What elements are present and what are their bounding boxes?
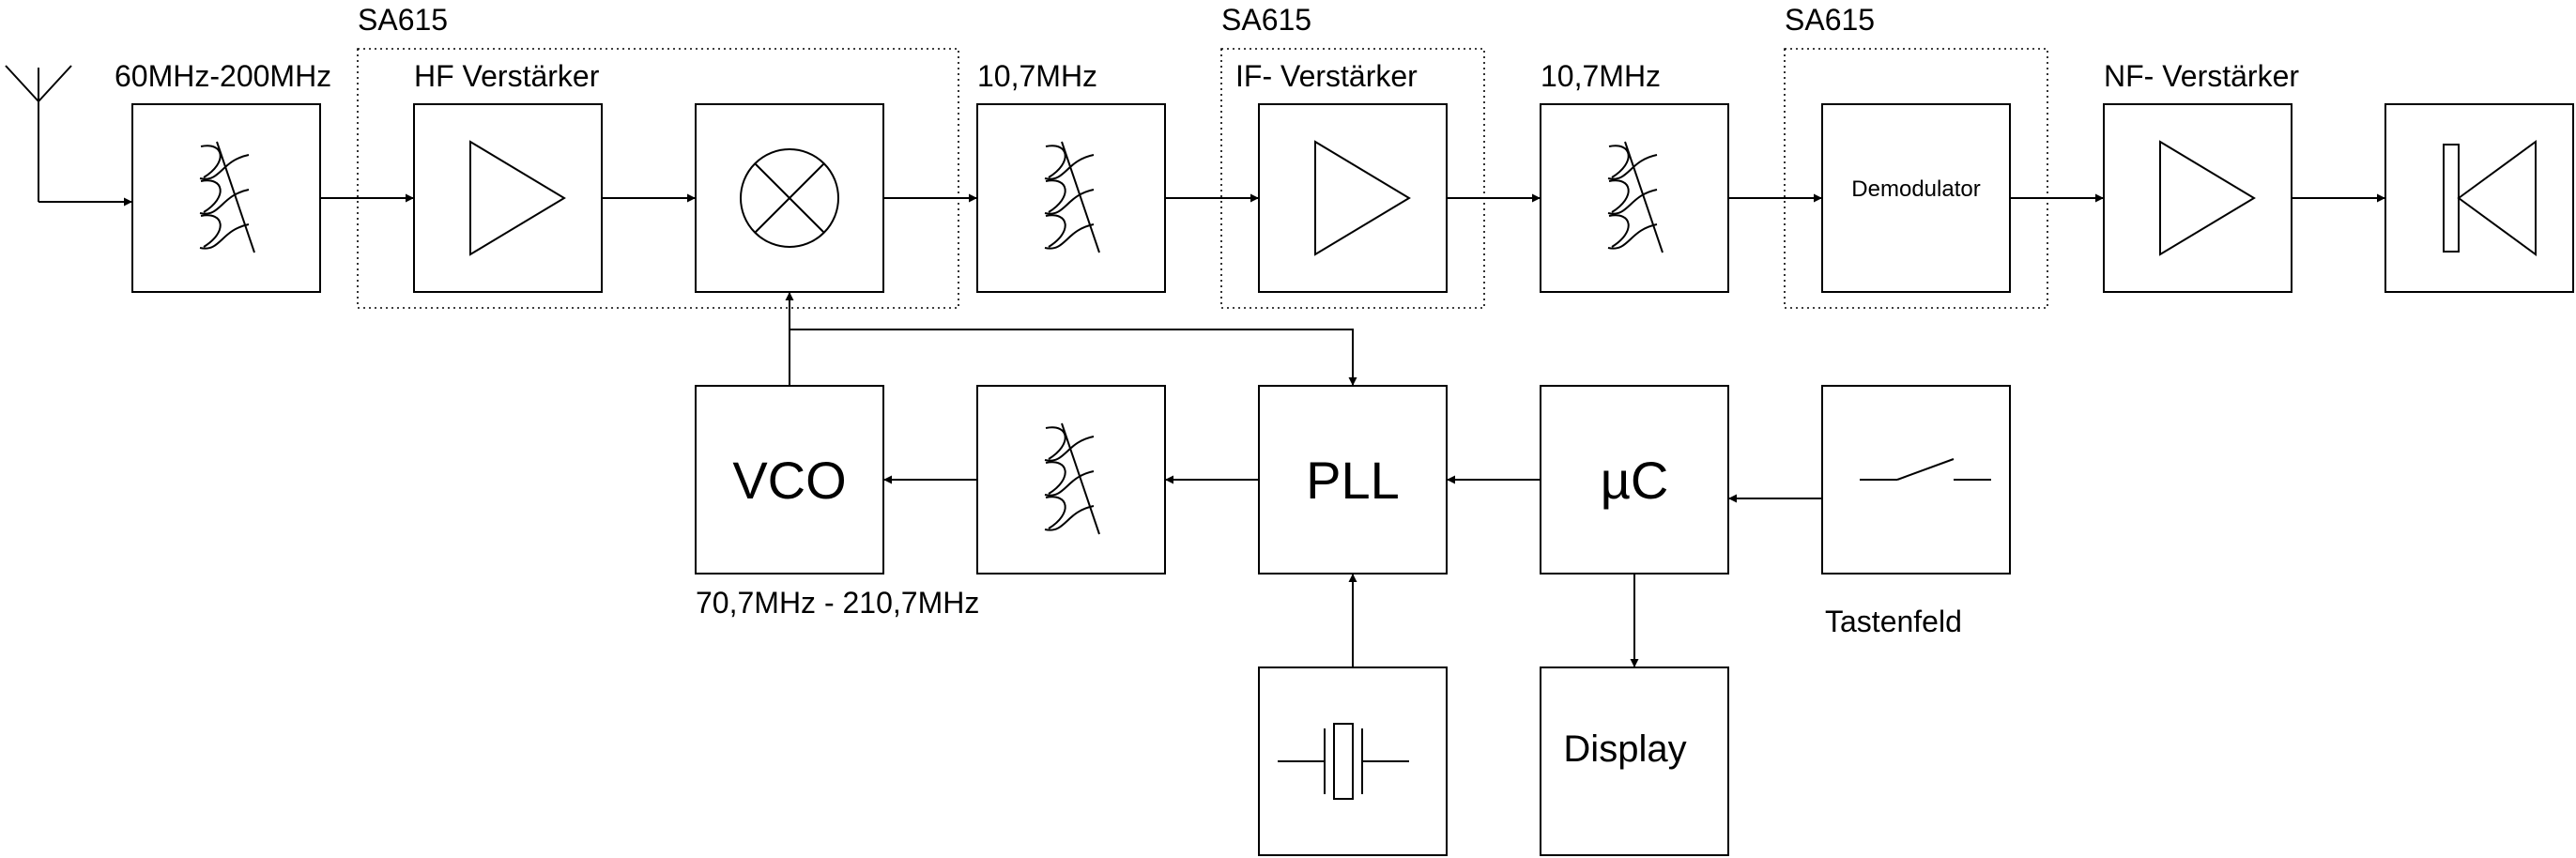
amplifier-icon bbox=[469, 140, 566, 256]
pll-block: PLL bbox=[1258, 385, 1448, 575]
if-filter-block-2 bbox=[1540, 103, 1729, 293]
pll-label: PLL bbox=[1306, 451, 1400, 510]
loop-filter-block bbox=[976, 385, 1166, 575]
demodulator-block: Demodulator bbox=[1821, 103, 2011, 293]
vco-label: VCO bbox=[732, 451, 846, 510]
mixer-icon bbox=[740, 148, 839, 248]
antenna-icon bbox=[5, 65, 72, 202]
speaker-icon bbox=[2443, 140, 2537, 256]
vco-range-label: 70,7MHz - 210,7MHz bbox=[696, 586, 979, 620]
sa615-label-1: SA615 bbox=[358, 3, 448, 37]
if-freq-label-1: 10,7MHz bbox=[977, 59, 1097, 93]
keypad-block bbox=[1821, 385, 2011, 575]
sa615-group-if bbox=[1220, 48, 1485, 309]
if-amp-label: IF- Verstärker bbox=[1235, 59, 1418, 93]
signal-connections bbox=[38, 193, 2385, 667]
display-block: Display bbox=[1540, 666, 1729, 856]
nf-amp-label: NF- Verstärker bbox=[2104, 59, 2299, 93]
sa615-group-demod bbox=[1784, 48, 2048, 309]
speaker-block bbox=[2384, 103, 2574, 293]
sa615-group-mixer bbox=[357, 48, 959, 309]
nf-amplifier-block bbox=[2103, 103, 2292, 293]
switch-icon bbox=[1860, 458, 1991, 481]
keypad-label: Tastenfeld bbox=[1825, 605, 1962, 638]
uc-label: µC bbox=[1601, 451, 1669, 510]
amplifier-icon bbox=[2159, 140, 2256, 256]
rf-band-label: 60MHz-200MHz bbox=[115, 59, 331, 93]
mixer-block bbox=[695, 103, 884, 293]
display-label: Display bbox=[1563, 728, 1686, 770]
crystal-block bbox=[1258, 666, 1448, 856]
if-filter-block-1 bbox=[976, 103, 1166, 293]
demodulator-label: Demodulator bbox=[1851, 176, 1980, 202]
sa615-label-3: SA615 bbox=[1785, 3, 1875, 37]
if-freq-label-2: 10,7MHz bbox=[1541, 59, 1661, 93]
vco-block: VCO bbox=[695, 385, 884, 575]
amplifier-icon bbox=[1314, 140, 1411, 256]
rf-filter-block bbox=[131, 103, 321, 293]
crystal-icon bbox=[1278, 723, 1409, 800]
microcontroller-block: µC bbox=[1540, 385, 1729, 575]
hf-amplifier-block bbox=[413, 103, 603, 293]
hf-amp-label: HF Verstärker bbox=[414, 59, 600, 93]
if-amplifier-block bbox=[1258, 103, 1448, 293]
sa615-label-2: SA615 bbox=[1221, 3, 1311, 37]
